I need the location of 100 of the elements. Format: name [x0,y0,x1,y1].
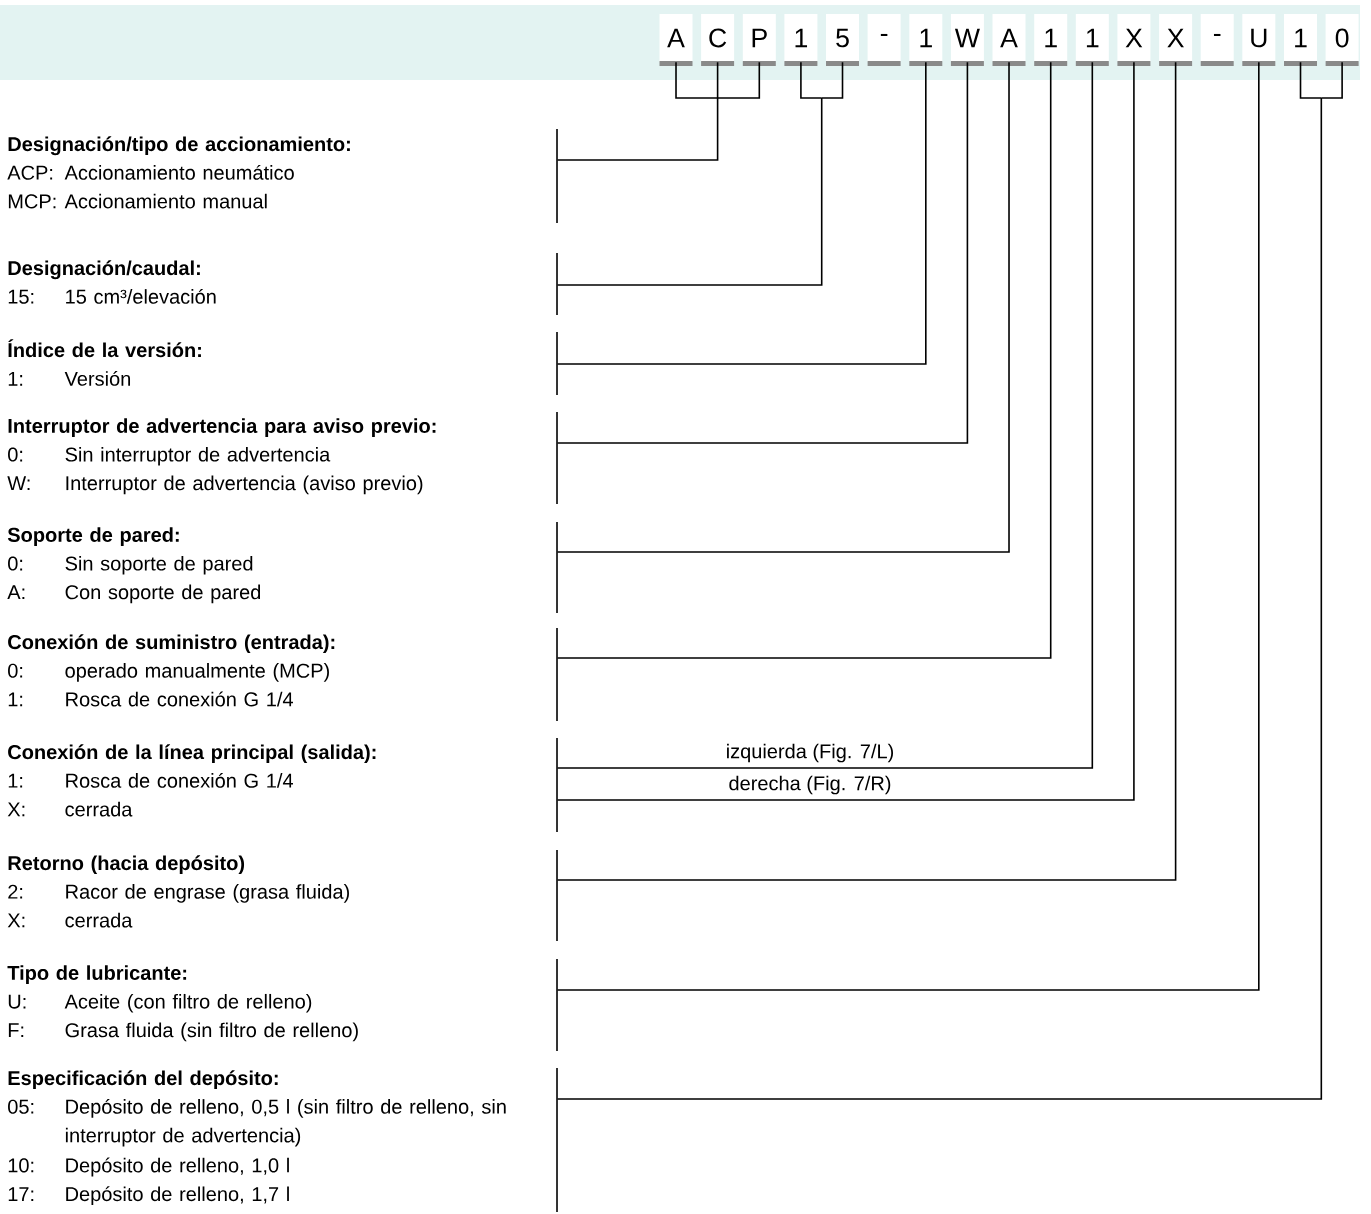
code-character: 1 [1295,28,1307,48]
bracket-branch [1320,61,1343,99]
connector-line [556,97,1323,1100]
code-key: 15: [8,289,34,304]
legend-section [7,958,558,1052]
code-key: 10: [8,1158,34,1173]
code-key: ACP: [7,165,53,180]
code-character: 1 [920,28,932,48]
section-heading: Conexión de la línea principal (salida): [8,744,376,764]
connector-line [556,61,1177,881]
connector-line [556,61,927,365]
code-character: 1 [1086,28,1099,48]
code-character: 5 [836,28,849,48]
section-heading: Retorno (hacia depósito) [8,855,245,875]
code-key: F: [8,1023,24,1038]
code-description: Accionamiento neumático [64,164,294,180]
code-character-box [909,14,943,66]
code-character: W [954,28,980,48]
code-key: 2: [8,884,23,899]
section-heading: Designación/caudal: [8,260,200,280]
code-character: A [1000,28,1018,48]
code-description: operado manualmente (MCP) [65,663,329,682]
code-description: Sin interruptor de advertencia [65,446,331,466]
code-character-box [1284,14,1317,66]
legend-section [7,411,558,505]
code-character-box [992,14,1026,66]
code-character-box [742,14,776,66]
code-character: A [667,28,685,48]
section-heading: Índice de la versión: [8,339,201,358]
section-heading: Interruptor de advertencia para aviso previo: [8,418,436,437]
code-key: A: [7,585,25,600]
code-key: MCP: [8,194,56,209]
code-description: Depósito de relleno, 1,7 l [66,1186,289,1206]
code-character-box [1242,14,1276,66]
code-character-box [1034,14,1068,66]
code-character: X [1125,28,1143,48]
connector-line [556,97,823,286]
section-heading: Designación/tipo de accionamiento: [8,136,350,156]
legend-section [8,252,558,316]
code-description: Depósito de relleno, 1,0 l [66,1157,289,1177]
code-character: - [880,33,888,36]
section-heading: Soporte de pared: [7,527,179,546]
bracket-branch [716,61,719,99]
bracket-branch [820,61,844,99]
code-key: 0: [8,447,23,462]
code-key: W: [7,476,30,491]
connector-line [556,61,1052,659]
bracket-branch [800,61,823,99]
code-description: 15 cm³/elevación [66,288,216,304]
code-description: cerrada [65,801,133,817]
code-description: Sin soporte de pared [65,555,253,575]
code-character-box [1117,14,1151,66]
section-heading: Tipo de lubricante: [7,965,187,984]
code-character-box [867,14,901,66]
code-character: C [709,28,727,48]
bracket-branch [675,61,719,99]
code-key: 05: [8,1099,34,1114]
code-character-box [1325,14,1359,66]
code-description: Grasa fluida (sin filtro de relleno) [65,1022,358,1042]
code-character: U [1251,28,1267,48]
code-character-box [701,14,735,66]
code-key: 0: [8,663,23,678]
code-key: 1: [8,692,23,707]
legend-section [7,849,558,942]
code-character-box [826,14,859,66]
code-description: Accionamiento manual [64,193,267,209]
code-character-box [784,14,818,66]
code-character-box [1159,14,1193,66]
edge-label: derecha (Fig. 7/R) [729,775,891,795]
code-key: X: [7,913,25,928]
legend-section [7,128,558,224]
code-character: P [752,28,767,48]
code-description: Interruptor de advertencia (aviso previo) [66,475,423,495]
code-character-box [659,14,693,66]
legend-section [7,521,558,614]
section-heading: Conexión de suministro (entrada): [8,634,335,654]
legend-section [8,627,558,722]
connector-line [556,97,719,161]
code-key: 0: [8,556,23,571]
code-description: Versión [64,370,130,386]
connector-line [556,61,969,444]
edge-label: izquierda (Fig. 7/L) [727,743,894,763]
legend-section [8,1067,558,1213]
code-character-box [1075,14,1109,66]
connector-line [556,61,1260,991]
code-description: Racor de engrase (grasa fluida) [66,884,349,903]
code-key: 1: [8,371,23,386]
code-character: 1 [1045,28,1057,48]
bracket-branch [716,61,761,99]
code-description: Rosca de conexión G 1/4 [66,691,293,707]
code-key: 17: [8,1187,34,1201]
code-key: 1: [8,773,23,788]
code-character: 1 [795,28,807,48]
section-heading: Especificación del depósito: [8,1070,278,1090]
code-description: Depósito de relleno, 0,5 l (sin filtro de relleno, sin interruptor de advertencia) [65,1098,506,1147]
code-character: 0 [1335,28,1349,48]
code-description: Rosca de conexión G 1/4 [66,772,293,788]
code-character-box [950,14,984,66]
connector-line [556,61,1010,553]
bracket-branch [1299,61,1323,99]
